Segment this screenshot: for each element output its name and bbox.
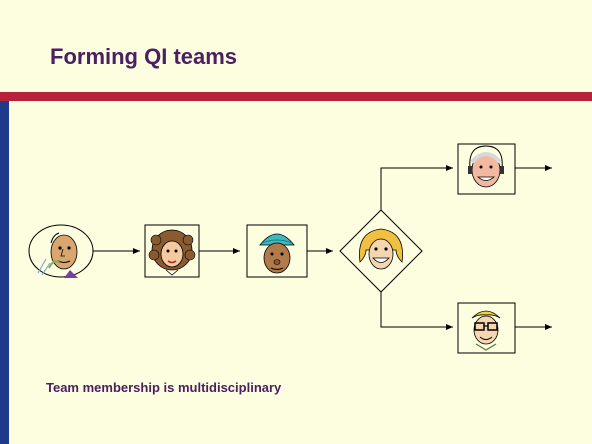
caption-text: Team membership is multidisciplinary xyxy=(46,380,282,395)
bald-man-node xyxy=(28,224,94,278)
title-underline-rule xyxy=(0,92,592,101)
headset-man-face-icon xyxy=(468,145,504,188)
curly-hair-woman-face-icon xyxy=(148,229,196,276)
left-accent-bar xyxy=(0,95,9,444)
headset-man-node xyxy=(457,143,516,195)
glasses-man-face-icon xyxy=(471,310,501,351)
glasses-man-node xyxy=(457,302,516,354)
turban-man-face-icon xyxy=(259,233,295,274)
blonde-woman-face-icon xyxy=(359,228,403,270)
branch-up-line xyxy=(380,165,453,210)
branch-down-line xyxy=(380,292,453,330)
turban-man-node xyxy=(246,224,308,278)
blonde-woman-node xyxy=(339,209,423,293)
connector-lines xyxy=(92,165,552,330)
bald-man-face-icon xyxy=(37,232,78,278)
slide-title: Forming QI teams xyxy=(50,44,238,69)
curly-woman-node xyxy=(144,224,200,278)
